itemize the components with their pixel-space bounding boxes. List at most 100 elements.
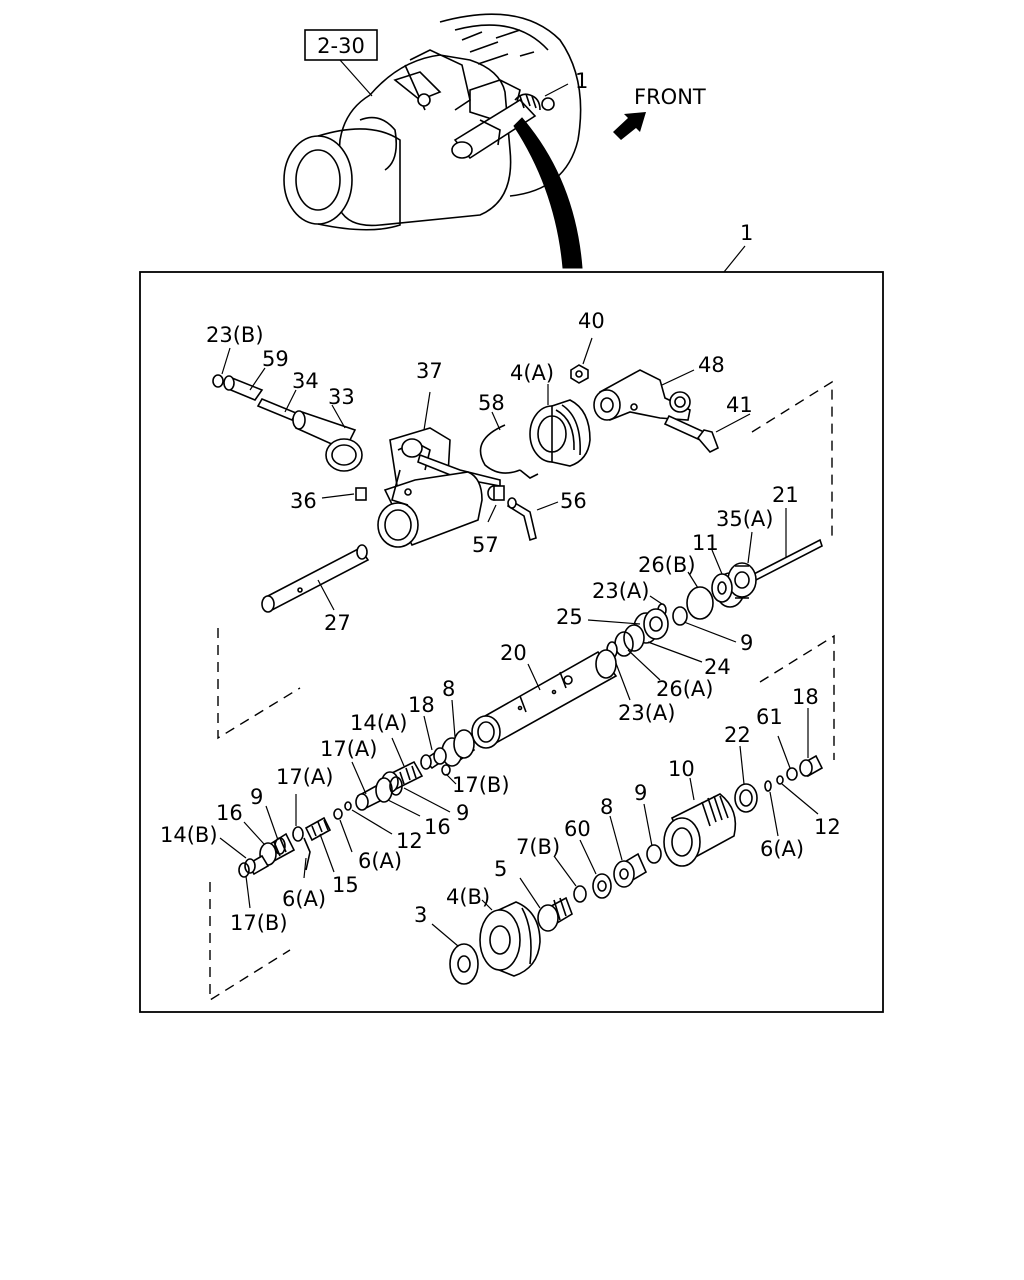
callout-34: 34 [292, 369, 319, 393]
callout-4A: 4(A) [510, 361, 554, 385]
part-33-lever-bushing [292, 404, 363, 472]
part-8-mid-sleeve [441, 699, 476, 767]
part-18-mid-plug [420, 715, 447, 770]
part-20-cylinder-tube [471, 649, 618, 749]
callout-assembly-box: 1 [740, 221, 753, 245]
callout-56: 56 [560, 489, 587, 513]
callout-23A-lower: 23(A) [618, 701, 675, 725]
callout-59: 59 [262, 347, 289, 371]
callout-6A-low: 6(A) [282, 887, 326, 911]
exploded-view-frame [139, 271, 884, 1013]
part-15-spring [304, 816, 335, 873]
part-14B-end-plug [219, 837, 270, 876]
callout-17A-lower: 17(A) [276, 765, 333, 789]
callout-4B: 4(B) [446, 885, 490, 909]
part-40-nut [570, 337, 593, 384]
part-11-washer [711, 549, 733, 603]
front-label: FRONT [634, 85, 706, 109]
part-26B-oring [686, 571, 714, 620]
callout-8-mid: 8 [442, 677, 455, 701]
part-17A-lower-ring [292, 794, 304, 842]
part-60-bearing [579, 839, 612, 899]
callout-labels: 23(B) 59 34 33 37 58 4(A) 40 48 41 36 57… [160, 309, 841, 935]
callout-25: 25 [556, 605, 583, 629]
callout-10: 10 [668, 757, 695, 781]
callout-14B: 14(B) [160, 823, 218, 847]
part-17B-low-ring [238, 862, 251, 909]
callout-12-right: 12 [814, 815, 841, 839]
part-61-gasket [777, 735, 798, 781]
part-9-low-seal [643, 803, 662, 864]
part-36-breather [321, 487, 367, 501]
callout-12-left: 12 [396, 829, 423, 853]
callout-9-mid: 9 [456, 801, 469, 825]
callout-61: 61 [756, 705, 783, 729]
part-9-mid-seal [389, 776, 451, 813]
callout-36: 36 [290, 489, 317, 513]
part-58-spring-clip [479, 411, 539, 479]
callout-27: 27 [324, 611, 351, 635]
part-37-cylinder-body [377, 391, 501, 548]
callout-21: 21 [772, 483, 799, 507]
part-18-right-plug [799, 708, 824, 778]
part-34-pin [256, 389, 298, 422]
callout-11: 11 [692, 531, 719, 555]
callout-6A-right: 6(A) [760, 837, 804, 861]
reference-box[interactable]: 2-30 [304, 29, 378, 61]
part-6A-right-spring [764, 780, 779, 837]
front-arrow-icon [613, 112, 646, 140]
callout-17B-low: 17(B) [230, 911, 288, 935]
part-10-end-cover [663, 777, 737, 867]
part-22-seal [734, 745, 758, 813]
callout-24: 24 [704, 655, 731, 679]
part-16-mid-collar [375, 777, 421, 817]
callout-17A-upper: 17(A) [320, 737, 377, 761]
part-12-right-washer [776, 775, 819, 815]
part-8-low-sleeve [609, 815, 648, 888]
callout-58: 58 [478, 391, 505, 415]
callout-20: 20 [500, 641, 527, 665]
callout-8-low: 8 [600, 795, 613, 819]
part-48-lever [593, 369, 695, 422]
part-3-end-plate [431, 923, 479, 985]
callout-60: 60 [564, 817, 591, 841]
callout-5: 5 [494, 857, 507, 881]
part-12-left-washer [344, 801, 393, 835]
callout-assembly-top: 1 [575, 69, 588, 93]
callout-48: 48 [698, 353, 725, 377]
front-direction-indicator: FRONT [613, 85, 706, 140]
callout-6A-left: 6(A) [358, 849, 402, 873]
part-27-shaft [261, 544, 370, 613]
callout-40: 40 [578, 309, 605, 333]
part-9-right-seal [672, 606, 737, 643]
transmission-overview-illustration [283, 13, 583, 269]
callout-9-right: 9 [740, 631, 753, 655]
callout-35A: 35(A) [716, 507, 773, 531]
callout-23A-upper: 23(A) [592, 579, 649, 603]
callout-37: 37 [416, 359, 443, 383]
callout-22: 22 [724, 723, 751, 747]
callout-16-left: 16 [216, 801, 243, 825]
callout-23B-top: 23(B) [206, 323, 264, 347]
part-6A-low-spring [303, 837, 311, 879]
callout-15: 15 [332, 873, 359, 897]
grouping-lines [209, 380, 835, 1002]
part-41-bolt [663, 413, 751, 453]
callout-18-right: 18 [792, 685, 819, 709]
callout-9-left: 9 [250, 785, 263, 809]
reference-box-label: 2-30 [317, 34, 365, 58]
callout-16-mid: 16 [424, 815, 451, 839]
callout-57: 57 [472, 533, 499, 557]
callout-26B: 26(B) [638, 553, 696, 577]
callout-9-low: 9 [634, 781, 647, 805]
callout-3: 3 [414, 903, 427, 927]
part-4A-piston-housing [529, 384, 591, 467]
part-7B-washer [553, 855, 587, 903]
callout-33: 33 [328, 385, 355, 409]
part-17B-mid-ring [441, 764, 457, 785]
callout-17B-mid: 17(B) [452, 773, 510, 797]
callout-18-mid: 18 [408, 693, 435, 717]
part-59-bushing [223, 367, 266, 401]
part-57-bush [487, 485, 505, 523]
